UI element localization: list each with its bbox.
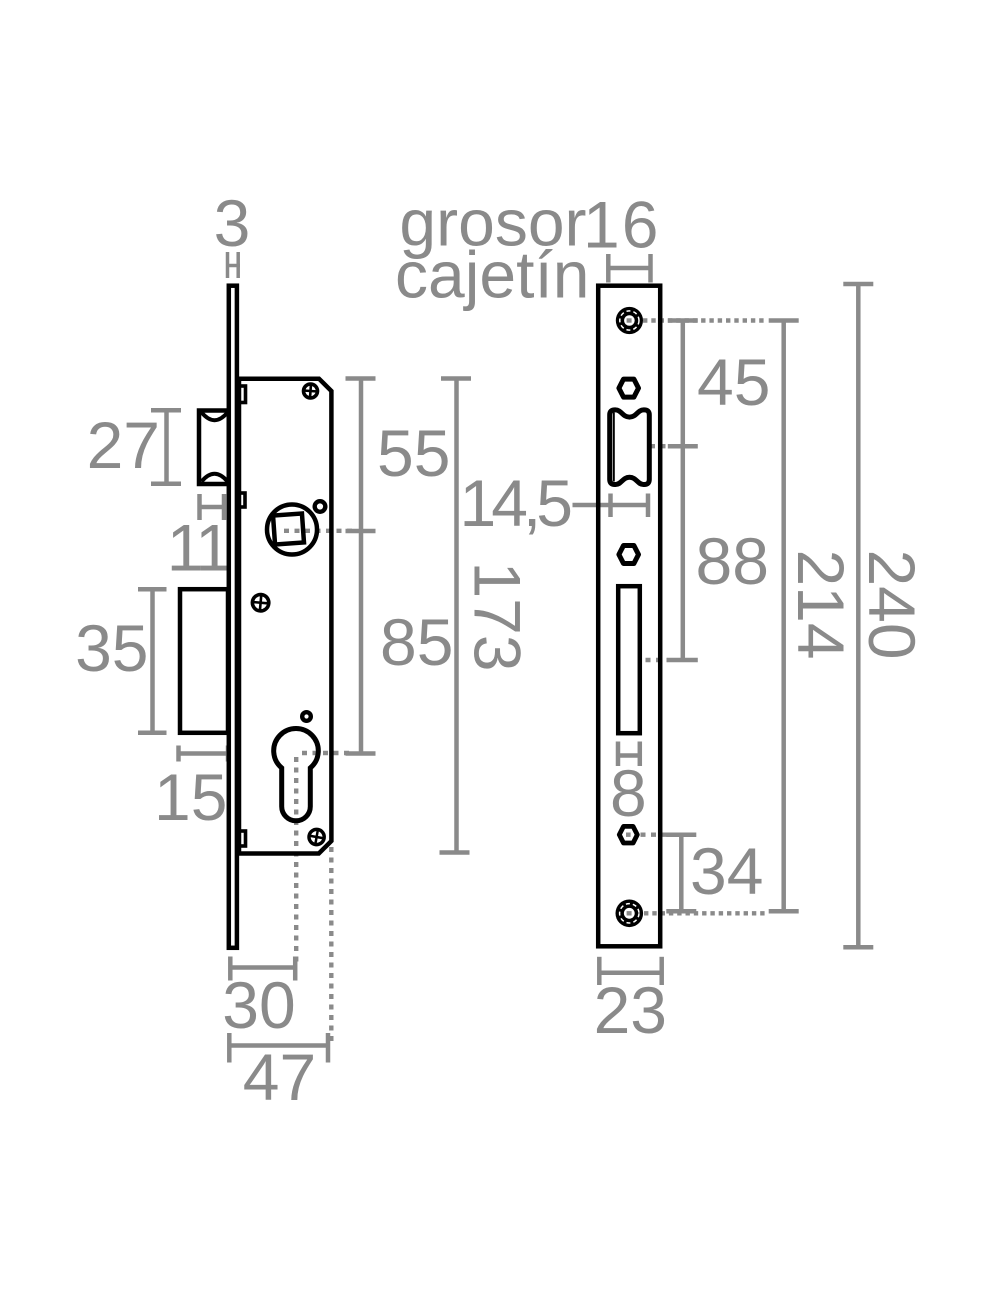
svg-text:23: 23 (594, 973, 667, 1047)
svg-text:3: 3 (214, 186, 251, 260)
svg-text:88: 88 (696, 524, 769, 598)
svg-text:173: 173 (461, 561, 535, 671)
svg-text:34: 34 (690, 834, 763, 908)
svg-text:16: 16 (583, 188, 660, 262)
svg-text:cajetín: cajetín (395, 238, 589, 312)
svg-text:grosor: grosor (399, 186, 586, 260)
svg-text:55: 55 (377, 416, 450, 490)
svg-text:45: 45 (697, 345, 770, 419)
svg-text:240: 240 (855, 549, 929, 659)
svg-text:11: 11 (167, 511, 229, 585)
svg-text:15: 15 (154, 760, 227, 834)
svg-text:14,5: 14,5 (460, 466, 571, 540)
svg-text:85: 85 (380, 605, 453, 679)
svg-text:35: 35 (75, 611, 148, 685)
svg-text:214: 214 (784, 549, 858, 659)
svg-text:8: 8 (610, 756, 647, 830)
svg-text:27: 27 (87, 408, 160, 482)
svg-text:47: 47 (243, 1040, 316, 1114)
svg-text:30: 30 (222, 968, 295, 1042)
